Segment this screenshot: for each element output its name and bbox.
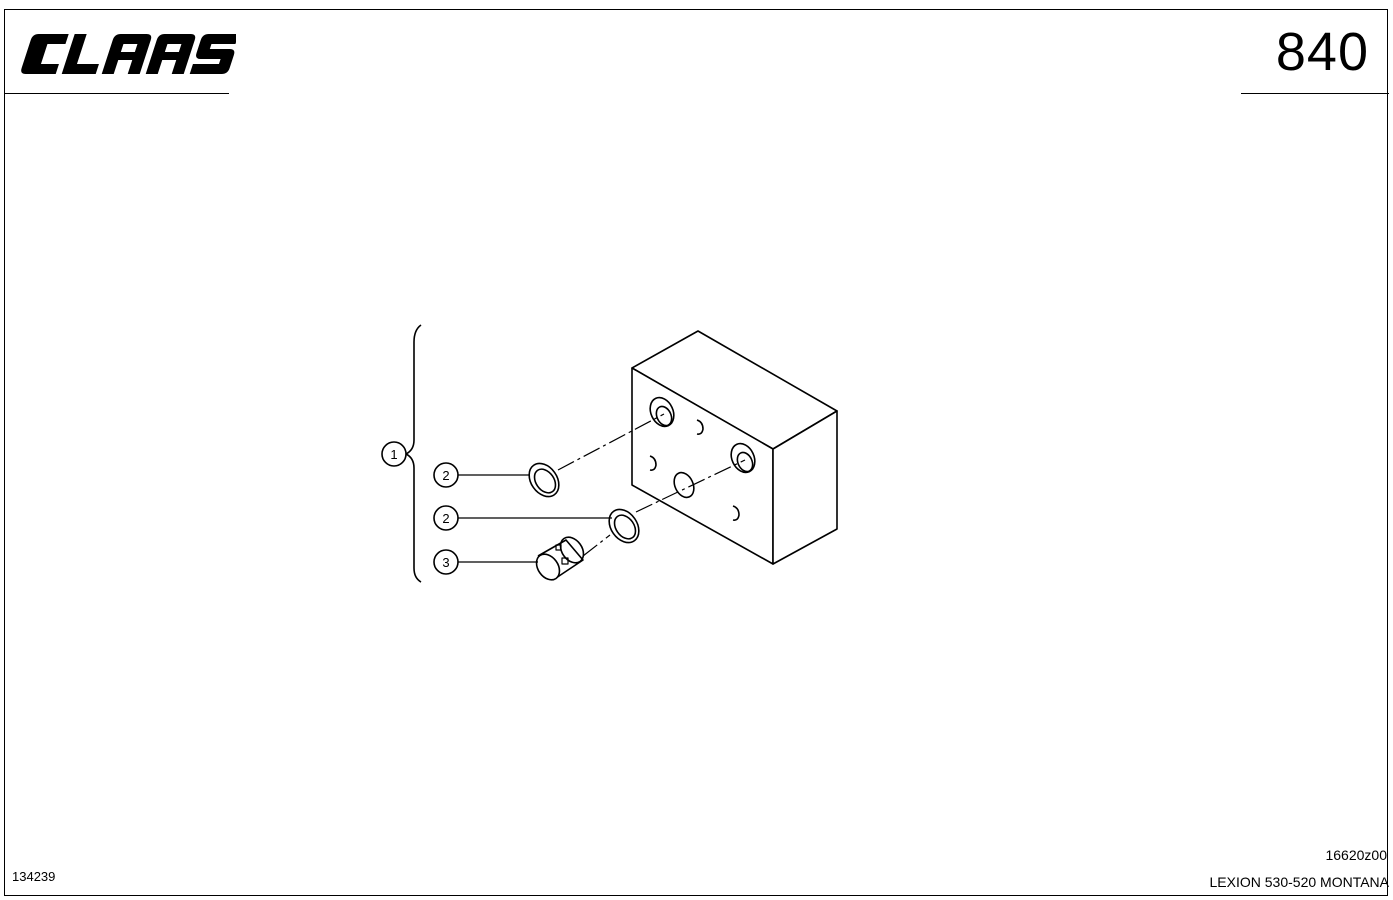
callout-circle-2a [433, 462, 459, 488]
filter-insert [535, 536, 585, 581]
claas-logo [21, 34, 236, 74]
page-number-underline [1241, 93, 1389, 94]
o-ring-lower [608, 508, 640, 544]
callout-label-2b: 2 [442, 511, 449, 526]
drawing-number: 134239 [12, 869, 56, 884]
callout-label-1: 1 [390, 447, 397, 462]
o-ring-upper [528, 462, 560, 498]
logo-underline [4, 93, 229, 94]
page-frame [4, 9, 1388, 896]
model-name: LEXION 530-520 MONTANA [1209, 874, 1389, 890]
callout-circle-1 [381, 441, 407, 467]
callout-circle-3 [433, 549, 459, 575]
valve-block [631, 330, 838, 565]
callout-label-3: 3 [442, 555, 449, 570]
assembly-bracket [405, 324, 422, 583]
callout-label-2a: 2 [442, 468, 449, 483]
callout-circle-2b [433, 505, 459, 531]
figure-code: 16620z00 [1325, 847, 1387, 863]
page-number: 840 [1275, 22, 1369, 82]
